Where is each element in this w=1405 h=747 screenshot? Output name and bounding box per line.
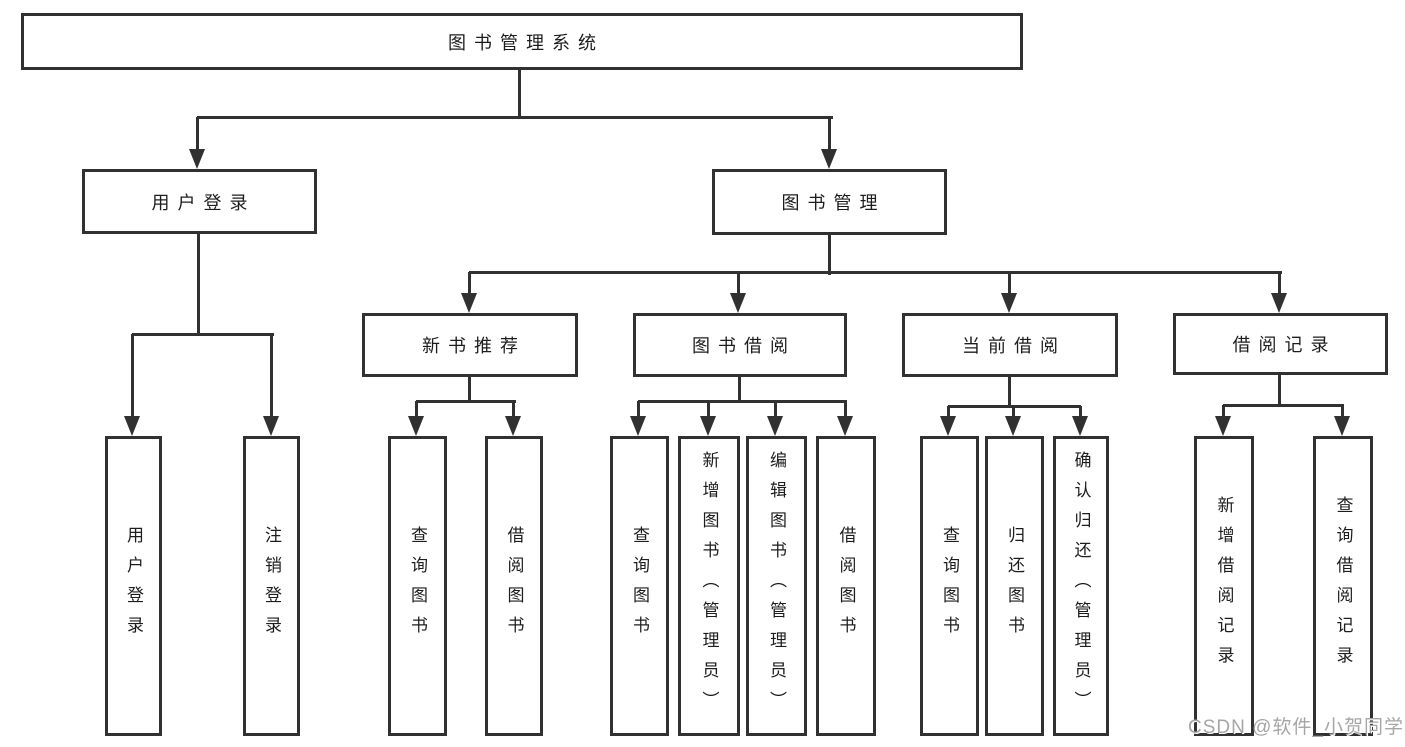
connector-line-vertical — [512, 401, 515, 418]
connector-line-vertical — [947, 406, 950, 419]
arrow-down-icon — [505, 416, 521, 436]
arrow-down-icon — [124, 416, 140, 436]
connector-line-vertical — [1012, 406, 1015, 419]
connector-line-vertical — [468, 272, 471, 295]
leaf-query-borrow-record: 查询借阅记录 — [1313, 436, 1373, 736]
connector-line-horizontal — [469, 271, 1282, 274]
arrow-down-icon — [821, 149, 837, 169]
arrow-down-icon — [1001, 293, 1017, 313]
arrow-down-icon — [1005, 416, 1021, 436]
leaf-query-books-borrow: 查询图书 — [610, 436, 669, 736]
node-book-management: 图书管理 — [712, 169, 947, 235]
arrow-down-icon — [1215, 416, 1231, 436]
connector-line-vertical — [844, 401, 847, 418]
leaf-edit-books-admin: 编辑图书（管理员） — [746, 436, 807, 736]
connector-line-vertical — [270, 334, 273, 418]
arrow-down-icon — [700, 416, 716, 436]
connector-line-vertical — [1278, 272, 1281, 295]
csdn-watermark: CSDN @软件_小贺同学 — [1188, 717, 1404, 738]
node-book-borrowing: 图书借阅 — [633, 313, 847, 377]
arrow-down-icon — [461, 293, 477, 313]
arrow-down-icon — [940, 416, 956, 436]
connector-line-vertical — [131, 334, 134, 418]
arrow-down-icon — [1334, 416, 1350, 436]
connector-line-vertical — [774, 401, 777, 418]
connector-line-vertical — [737, 272, 740, 295]
arrow-down-icon — [767, 416, 783, 436]
node-new-book-recommendation: 新书推荐 — [362, 313, 578, 377]
connector-line-vertical — [1341, 405, 1344, 419]
connector-line-horizontal — [132, 333, 274, 336]
connector-line-vertical — [738, 377, 741, 403]
arrow-down-icon — [263, 416, 279, 436]
connector-line-vertical — [707, 401, 710, 418]
arrow-down-icon — [1072, 416, 1088, 436]
connector-line-vertical — [637, 401, 640, 418]
connector-line-vertical — [1079, 406, 1082, 419]
connector-line-vertical — [1008, 377, 1011, 408]
connector-line-vertical — [828, 117, 831, 151]
connector-line-vertical — [196, 117, 199, 151]
connector-line-horizontal — [638, 400, 847, 403]
node-library-management-system: 图书管理系统 — [21, 13, 1023, 70]
arrow-down-icon — [837, 416, 853, 436]
node-current-borrowing: 当前借阅 — [902, 313, 1118, 377]
connector-line-vertical — [1222, 405, 1225, 419]
leaf-return-books: 归还图书 — [985, 436, 1044, 736]
arrow-down-icon — [1271, 293, 1287, 313]
connector-line-vertical — [1008, 272, 1011, 295]
connector-line-vertical — [518, 70, 521, 119]
leaf-query-books-recommend: 查询图书 — [388, 436, 447, 736]
connector-line-vertical — [415, 401, 418, 418]
connector-line-vertical — [828, 235, 831, 275]
connector-line-horizontal — [197, 116, 833, 119]
connector-line-horizontal — [1223, 404, 1344, 407]
node-borrowing-records: 借阅记录 — [1173, 313, 1388, 375]
arrow-down-icon — [189, 149, 205, 169]
arrow-down-icon — [730, 293, 746, 313]
connector-line-vertical — [197, 234, 200, 336]
connector-line-horizontal — [416, 400, 516, 403]
leaf-user-login: 用户登录 — [105, 436, 162, 736]
arrow-down-icon — [630, 416, 646, 436]
connector-line-vertical — [468, 377, 471, 403]
leaf-logout: 注销登录 — [243, 436, 300, 736]
leaf-add-borrow-record: 新增借阅记录 — [1194, 436, 1254, 736]
arrow-down-icon — [408, 416, 424, 436]
leaf-add-books-admin: 新增图书（管理员） — [678, 436, 740, 736]
leaf-query-books-current: 查询图书 — [920, 436, 979, 736]
connector-line-vertical — [1278, 375, 1281, 407]
leaf-confirm-return-admin: 确认归还（管理员） — [1053, 436, 1109, 736]
leaf-borrow-books: 借阅图书 — [816, 436, 876, 736]
leaf-borrow-books-recommend: 借阅图书 — [485, 436, 543, 736]
node-user-login: 用户登录 — [82, 169, 317, 234]
